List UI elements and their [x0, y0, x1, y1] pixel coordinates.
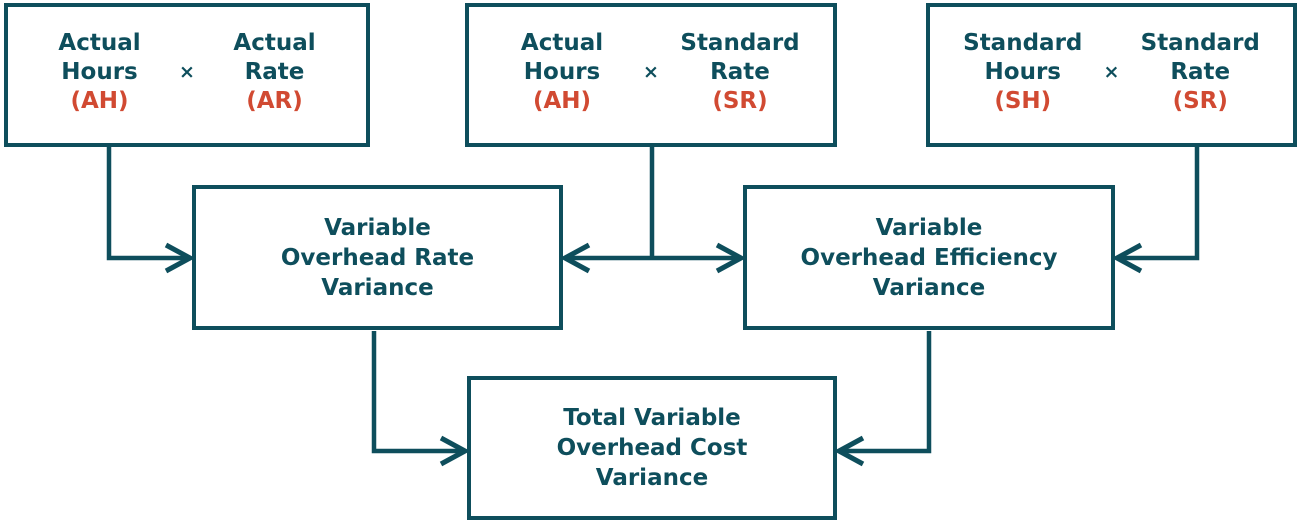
- box-total-variable-overhead-cost-variance: Total Variable Overhead Cost Variance: [467, 376, 837, 520]
- factor-actual-hours: Actual Hours (AH): [495, 29, 629, 116]
- result-line: Variable: [875, 214, 983, 241]
- factor-line: Actual: [58, 30, 141, 56]
- box-variable-overhead-rate-variance: Variable Overhead Rate Variance: [192, 185, 563, 330]
- factor-line: Rate: [1170, 59, 1231, 85]
- factor-standard-hours: Standard Hours (SH): [956, 29, 1090, 116]
- result-line: Overhead Cost: [556, 435, 748, 461]
- factor-line: Hours: [523, 59, 601, 85]
- factor-code: (SR): [712, 88, 768, 114]
- factor-standard-rate: Standard Rate (SR): [673, 29, 807, 116]
- factor-line: Actual: [520, 30, 604, 56]
- factor-line: Hours: [61, 59, 138, 85]
- box-actual-hours-actual-rate: Actual Hours (AH) × Actual Rate (AR): [4, 3, 370, 147]
- arrowhead-left-icon: [833, 435, 865, 467]
- factor-code: (SR): [1172, 88, 1228, 114]
- result-line: Variance: [872, 274, 986, 301]
- arrowhead-right-icon: [439, 435, 471, 467]
- multiply-icon: ×: [643, 61, 659, 83]
- factor-actual-rate: Actual Rate (AR): [209, 29, 340, 116]
- result-line: Total Variable: [563, 405, 741, 431]
- connector-ahar-to-rate: [106, 146, 186, 261]
- box-variable-overhead-efficiency-variance: Variable Overhead Efficiency Variance: [743, 185, 1115, 330]
- factor-line: Standard: [680, 30, 800, 56]
- factor-actual-hours: Actual Hours (AH): [34, 29, 165, 116]
- factor-line: Hours: [984, 59, 1061, 85]
- multiply-icon: ×: [1103, 61, 1120, 83]
- arrowhead-right-icon: [164, 242, 196, 274]
- factor-code: (SH): [994, 88, 1052, 114]
- connector-efficiency-to-total: [843, 331, 932, 454]
- arrowhead-left-icon: [1111, 242, 1143, 274]
- result-line: Overhead Efficiency: [800, 244, 1058, 271]
- result-line: Variance: [321, 274, 434, 301]
- result-line: Variance: [595, 465, 709, 491]
- connector-ahsr-split: [566, 146, 740, 261]
- factor-line: Standard: [963, 30, 1083, 56]
- factor-line: Rate: [244, 59, 305, 85]
- box-actual-hours-standard-rate: Actual Hours (AH) × Standard Rate (SR): [465, 3, 837, 147]
- factor-code: (AR): [246, 88, 303, 114]
- factor-code: (AH): [70, 88, 129, 114]
- box-standard-hours-standard-rate: Standard Hours (SH) × Standard Rate (SR): [926, 3, 1297, 147]
- connector-rate-to-total: [371, 331, 461, 454]
- factor-standard-rate: Standard Rate (SR): [1134, 29, 1268, 116]
- factor-code: (AH): [532, 88, 592, 114]
- arrowhead-right-icon: [715, 242, 747, 274]
- connector-shsr-to-efficiency: [1121, 146, 1200, 261]
- result-line: Variable: [324, 214, 431, 241]
- factor-line: Rate: [710, 59, 770, 85]
- multiply-icon: ×: [179, 61, 195, 83]
- arrowhead-left-icon: [559, 242, 591, 274]
- factor-line: Standard: [1140, 30, 1260, 56]
- factor-line: Actual: [233, 30, 316, 56]
- result-line: Overhead Rate: [280, 244, 475, 271]
